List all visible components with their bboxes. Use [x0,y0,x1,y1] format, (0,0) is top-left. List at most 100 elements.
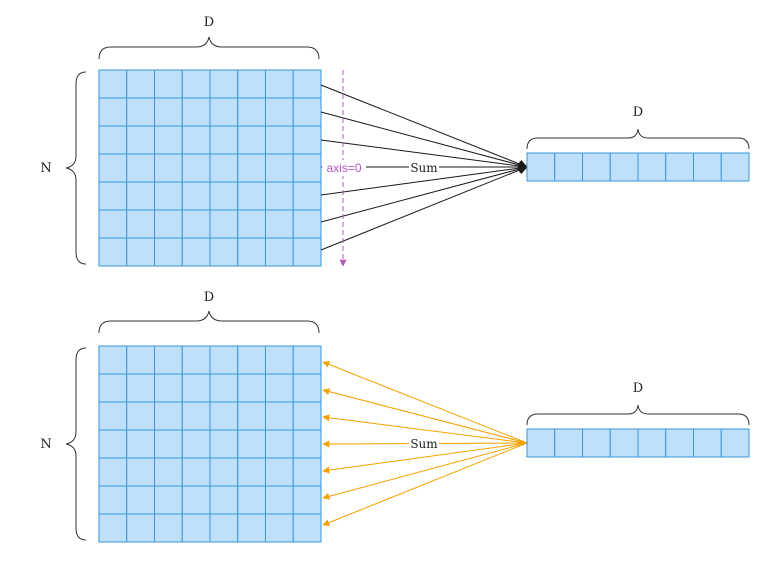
top-matrix-cell [181,69,211,99]
bottom-matrix-cell [265,401,294,431]
bottom-matrix-cell [292,345,322,375]
axis-label-bg [322,160,366,176]
top-matrix-cell [126,69,155,99]
bottom-matrix-cell [154,373,183,403]
bottom-matrix-cell [209,429,239,459]
top-matrix-cell [292,153,322,183]
top-matrix-cell [126,125,155,155]
bottom-vector-cell [720,428,750,458]
top-vector-cell [609,152,639,182]
bottom-matrix-cell [98,373,128,403]
top-vector-cell [665,152,694,182]
broadcast-arrow [322,442,528,526]
bottom-matrix-cell [126,373,155,403]
top-matrix-cell [237,209,266,239]
bottom-matrix-width-label: D [204,290,214,305]
bottom-vector-cell [526,428,556,458]
bottom-matrix-cell [209,373,239,403]
bottom-matrix-cell [126,429,155,459]
bottom-matrix-cell [265,345,294,375]
bottom-matrix-cell [292,485,322,515]
top-matrix-cell [237,237,266,267]
bottom-matrix-cell [181,401,211,431]
bottom-vector-cell [665,428,694,458]
top-matrix-cell [209,209,239,239]
bottom-matrix-cell [237,373,266,403]
bottom-matrix-cell [126,485,155,515]
top-matrix-cell [181,97,211,127]
top-vector-cell [526,152,556,182]
top-matrix-cell [237,125,266,155]
bottom-matrix-cell [265,485,294,515]
bottom-matrix-cell [237,345,266,375]
bottom-matrix-cell [181,429,211,459]
top-matrix-cell [181,181,211,211]
bottom-matrix-cell [98,513,128,543]
top-matrix-cell [181,153,211,183]
broadcast-arrow [322,442,528,474]
top-vector-cell [693,152,722,182]
top-matrix-cell [265,125,294,155]
top-matrix-cell [98,69,128,99]
bottom-vector [526,428,750,458]
top-matrix-cell [154,209,183,239]
bottom-matrix-cell [181,457,211,487]
top-matrix-cell [265,209,294,239]
top-matrix-cell [98,125,128,155]
top-matrix-cell [292,209,322,239]
top-matrix-cell [98,181,128,211]
top-matrix-cell [292,97,322,127]
top-matrix-cell [98,237,128,267]
top-matrix-cell [209,125,239,155]
top-matrix-cell [237,69,266,99]
bottom-matrix-cell [154,457,183,487]
reduce-arrow [320,163,528,196]
reduce-arrow [320,139,528,171]
top-vector-cell [554,152,583,182]
top-matrix-cell [126,237,155,267]
bottom-matrix-height-label: N [40,437,51,452]
bottom-sum-label-bg [409,436,439,452]
top-matrix-cell [265,237,294,267]
bottom-matrix-cell [292,457,322,487]
bottom-matrix-cell [154,401,183,431]
top-matrix-cell [98,153,128,183]
top-matrix-cell [265,97,294,127]
top-matrix-height-brace [65,71,87,265]
top-matrix-width-brace [98,36,320,60]
bottom-matrix-cell [237,513,266,543]
top-vector [526,152,750,182]
bottom-matrix-cell [292,401,322,431]
bottom-matrix-cell [98,401,128,431]
bottom-vector-cell [582,428,611,458]
reduce-arrow [320,165,528,251]
top-matrix-cell [126,181,155,211]
bottom-matrix-cell [98,485,128,515]
top-matrix-cell [209,69,239,99]
top-vector-cell [582,152,611,182]
top-matrix-cell [237,181,266,211]
bottom-matrix-cell [265,373,294,403]
axis-label: axis=0 [326,161,361,175]
top-vector-cell [637,152,667,182]
bottom-vector-cell [637,428,667,458]
top-matrix-cell [126,97,155,127]
bottom-matrix-width-brace [98,310,320,334]
top-sum-label-bg [409,160,439,176]
top-matrix-cell [98,97,128,127]
bottom-matrix-cell [237,485,266,515]
top-vector-cell [720,152,750,182]
bottom-matrix [98,345,322,543]
top-matrix-cell [181,125,211,155]
top-matrix [98,69,322,267]
top-matrix-cell [154,69,183,99]
bottom-matrix-cell [126,513,155,543]
bottom-matrix-cell [126,345,155,375]
bottom-matrix-cell [181,485,211,515]
top-matrix-cell [237,153,266,183]
top-panel: D N axis=0 Sum D [40,15,750,267]
bottom-matrix-cell [154,485,183,515]
top-matrix-width-label: D [204,15,214,30]
bottom-matrix-cell [209,401,239,431]
